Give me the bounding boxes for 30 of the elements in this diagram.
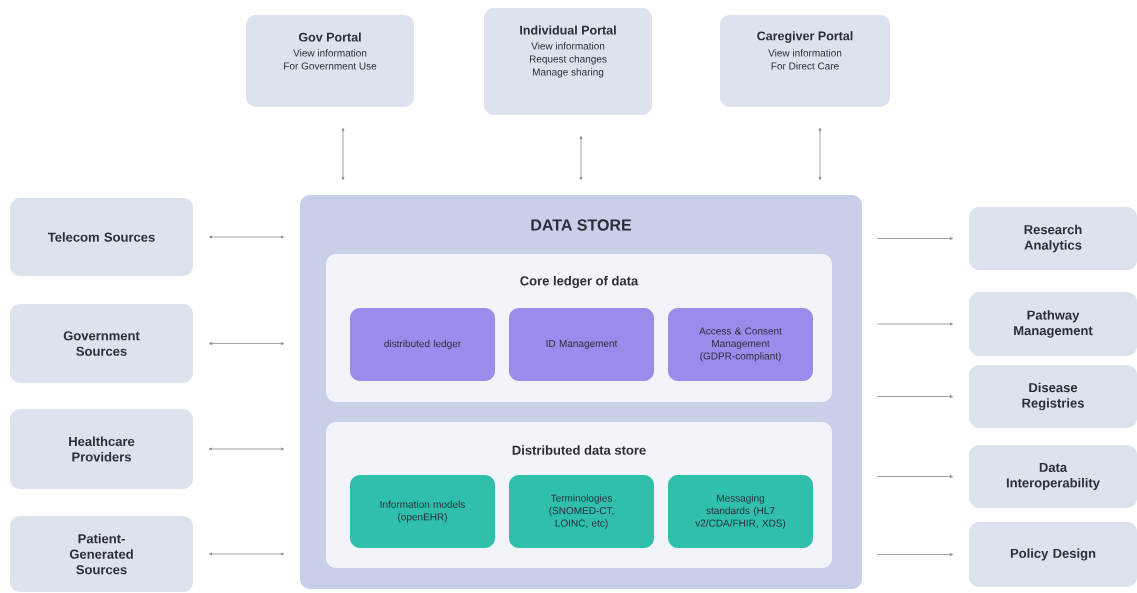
arrow — [876, 237, 954, 240]
arrow — [208, 447, 285, 451]
component-box: distributed ledger — [350, 308, 495, 381]
source-box: Pathway Management — [969, 292, 1137, 356]
arrow — [818, 127, 822, 181]
arrow — [579, 135, 583, 181]
component-box: Terminologies (SNOMED-CT, LOINC, etc) — [509, 475, 654, 548]
source-box: Government Sources — [10, 304, 193, 383]
source-box: Telecom Sources — [10, 198, 193, 276]
arrow — [208, 552, 285, 556]
arrow — [876, 475, 954, 478]
arrow — [876, 395, 954, 398]
source-box: Healthcare Providers — [10, 409, 193, 489]
arrow — [876, 553, 954, 556]
arrow — [208, 235, 285, 239]
source-box: Policy Design — [969, 522, 1137, 587]
portal-box: Individual Portal View information Request changes Manage sharing — [484, 8, 652, 115]
arrow — [876, 322, 954, 326]
component-box: ID Management — [509, 308, 654, 381]
arrow — [341, 127, 345, 181]
component-box: Messaging standards (HL7 v2/CDA/FHIR, XDS) — [668, 475, 813, 548]
portal-box: Gov Portal View information For Government Use — [246, 15, 414, 107]
source-box: Disease Registries — [969, 365, 1137, 428]
component-box: Information models (openEHR) — [350, 475, 495, 548]
portal-box: Caregiver Portal View information For Direct Care — [720, 15, 890, 107]
source-box: Research Analytics — [969, 207, 1137, 270]
source-box: Patient-Generated Sources — [10, 516, 193, 592]
component-box: Access & Consent Management (GDPR-compliant) — [668, 308, 813, 381]
source-box: Data Interoperability — [969, 445, 1137, 508]
arrow — [208, 342, 285, 345]
